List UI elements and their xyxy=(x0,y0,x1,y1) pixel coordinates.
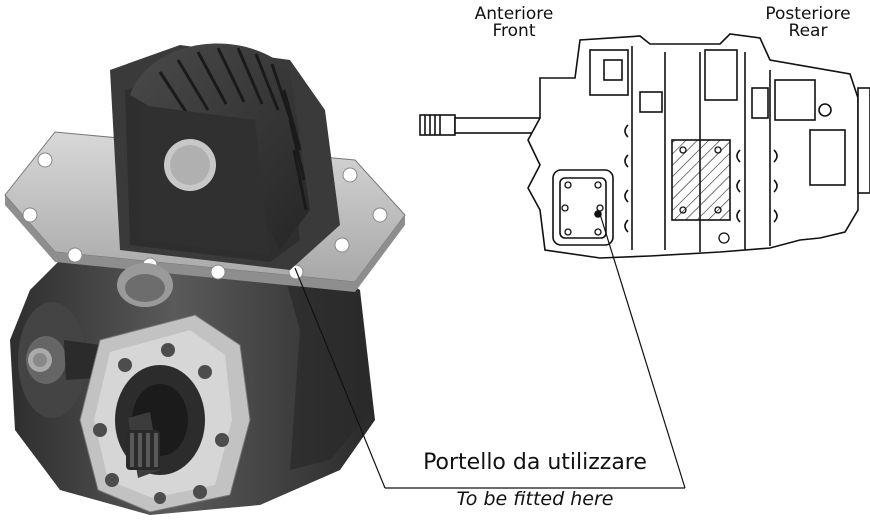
rear-label-it: Posteriore xyxy=(765,4,851,24)
front-label-it: Anteriore xyxy=(474,4,554,24)
caption-en: To be fitted here xyxy=(456,488,614,510)
rear-label-en: Rear xyxy=(788,21,828,41)
caption-it: Portello da utilizzare xyxy=(423,450,647,475)
rear-label: Posteriore Rear xyxy=(748,6,868,40)
front-label-en: Front xyxy=(492,21,536,41)
pto-gearbox-render xyxy=(4,43,406,515)
transmission-side-view-drawing xyxy=(419,33,870,259)
leader-lines xyxy=(294,213,686,489)
front-label: Anteriore Front xyxy=(454,6,574,40)
